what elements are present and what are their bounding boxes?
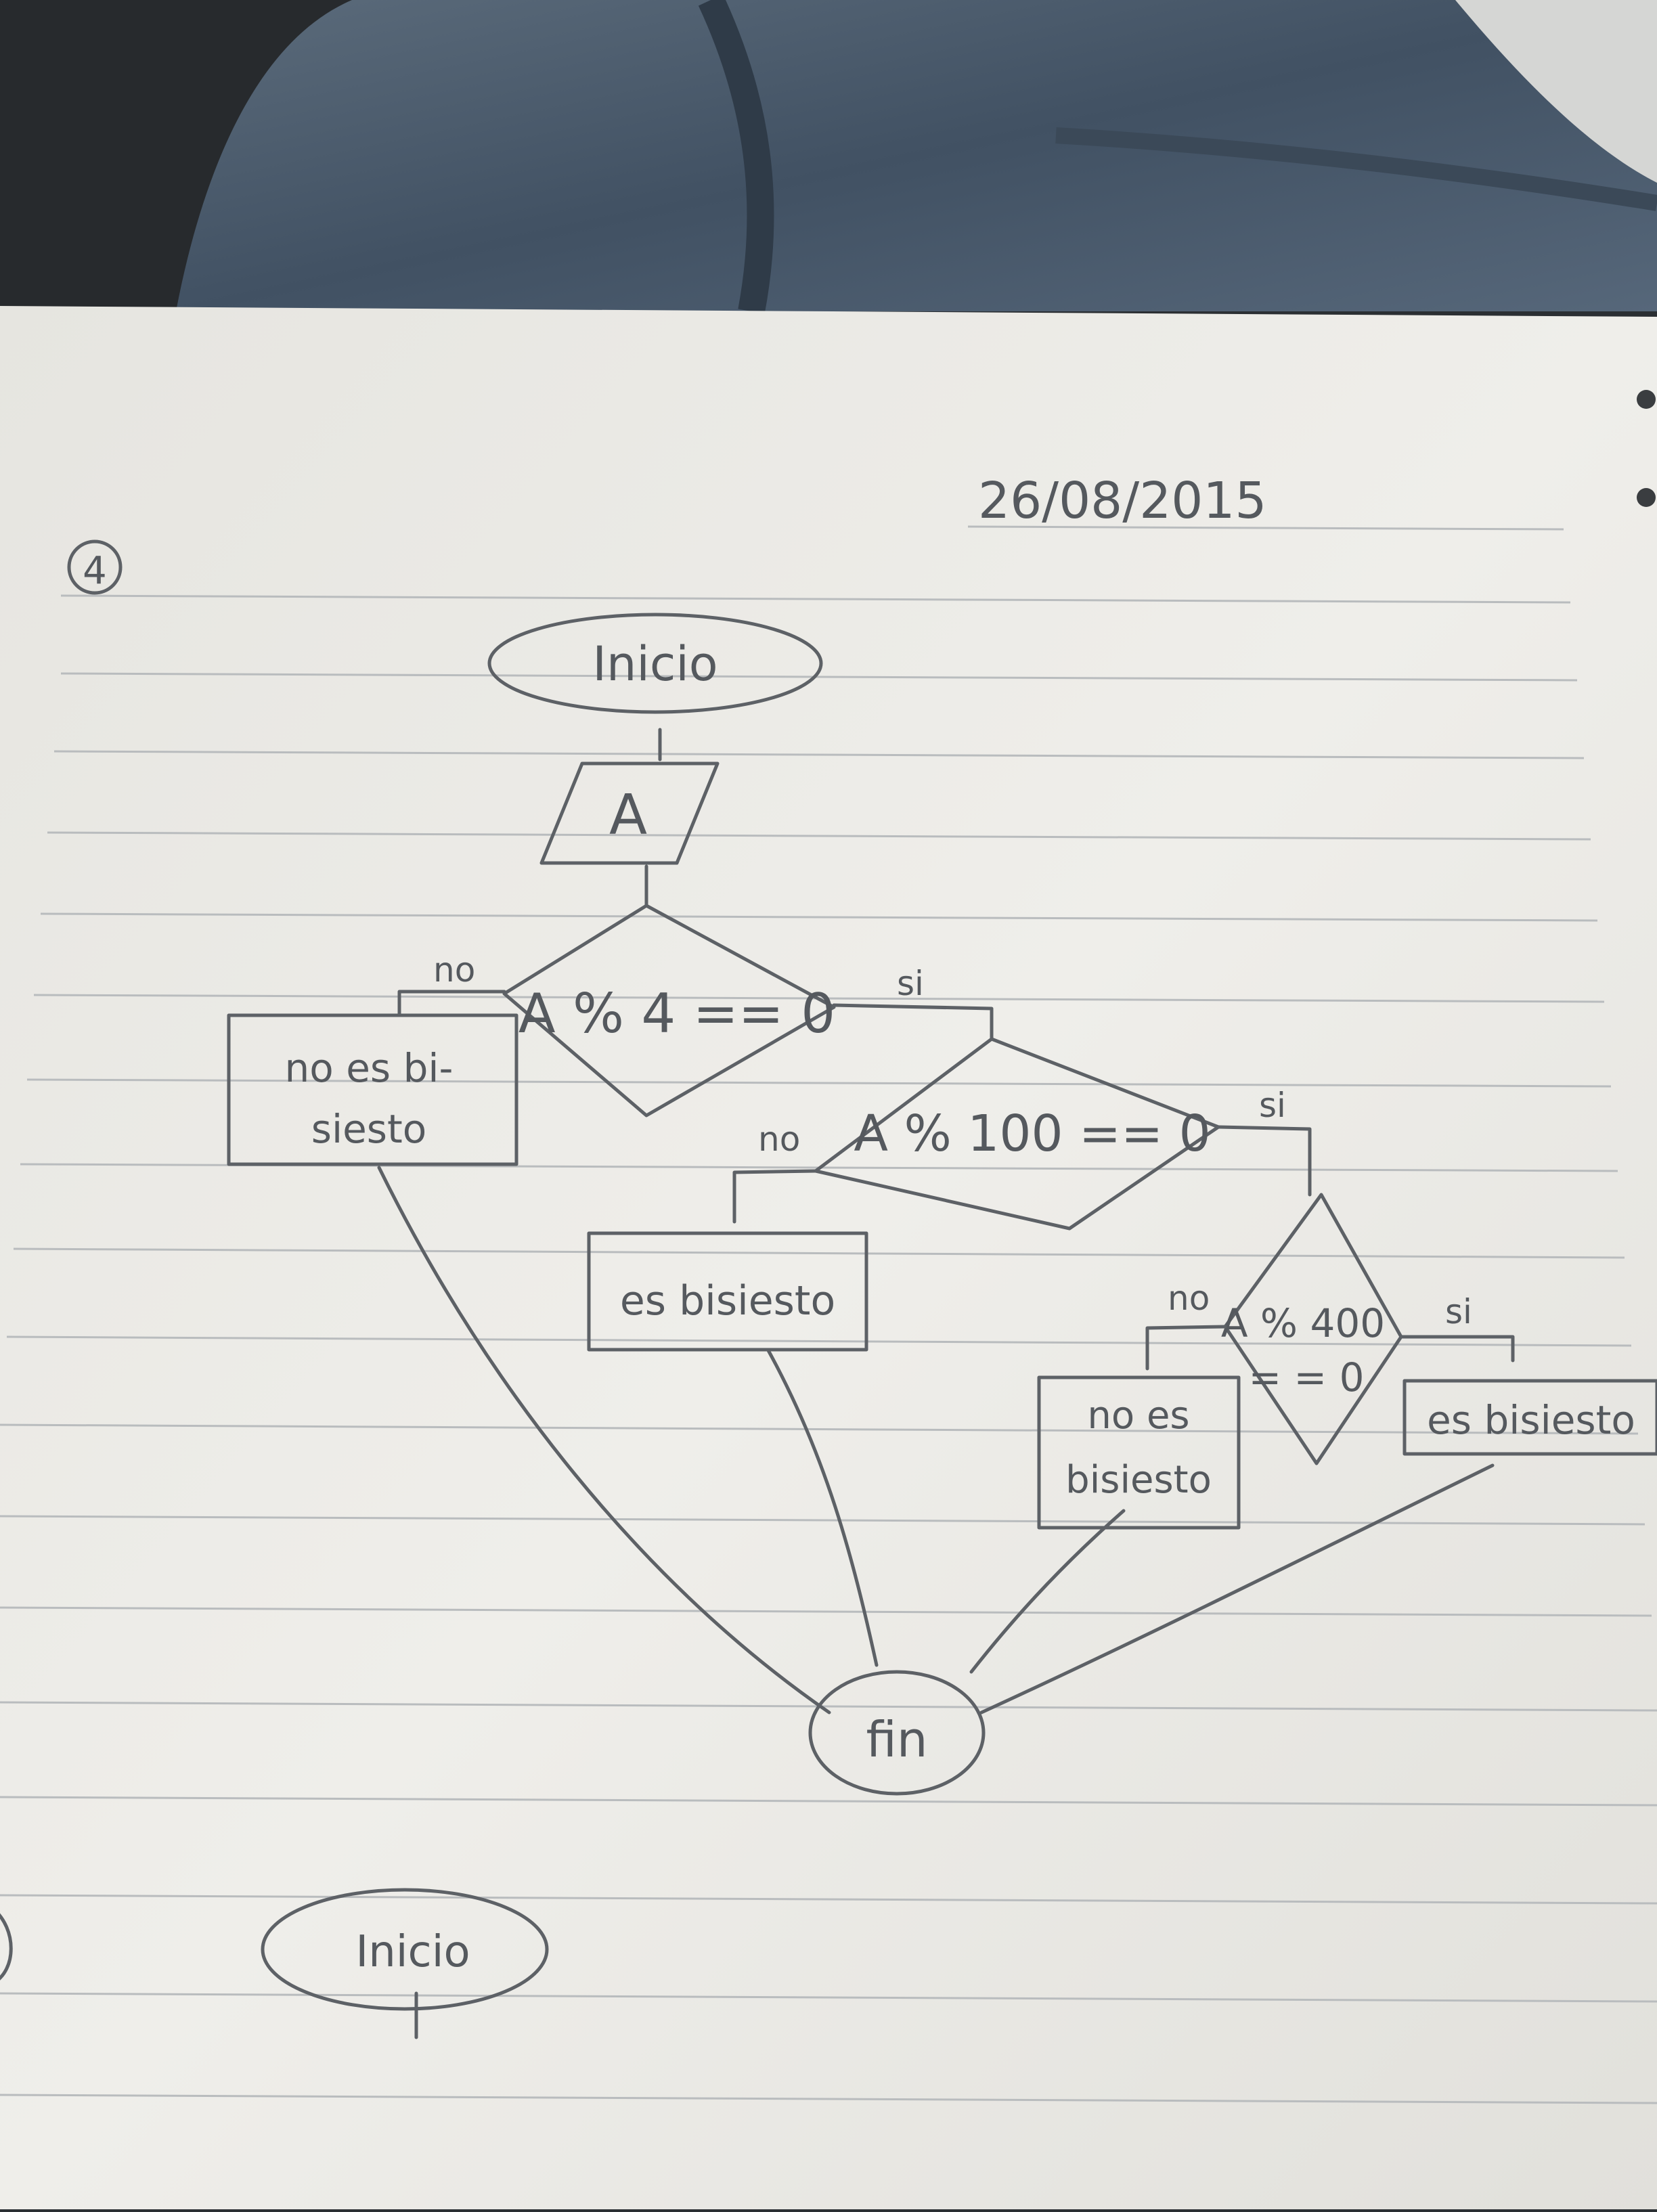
next-flowchart: Inicio <box>0 1888 549 2039</box>
binder-hole <box>1637 488 1656 507</box>
connector-no-2 <box>732 1169 818 1224</box>
decision-2-label: A % 100 == 0 <box>854 1105 1210 1163</box>
output-not-leap-2-line1: no es <box>1087 1394 1189 1438</box>
denim-fabric <box>176 0 1657 311</box>
input-parallelogram <box>539 761 720 865</box>
input-label: A <box>609 783 647 847</box>
output-leap-1 <box>587 1231 868 1352</box>
output-not-leap-2-line2: bisiesto <box>1065 1458 1212 1502</box>
branch-si-1: si <box>897 964 924 1003</box>
connector-si-3 <box>1399 1335 1515 1363</box>
flowchart: Inicio A A % 4 == 0 no no es bi- siesto … <box>227 613 1657 1796</box>
notebook-page <box>0 306 1657 2209</box>
next-start-label: Inicio <box>355 1927 470 1977</box>
connector-no-1 <box>397 990 506 1016</box>
decision-3-label-line2: = = 0 <box>1249 1354 1365 1400</box>
connector-si-1 <box>832 1003 994 1041</box>
output-leap-1-label: es bisiesto <box>620 1277 835 1325</box>
branch-no-1: no <box>433 950 475 990</box>
connector-to-end <box>979 1463 1495 1715</box>
next-start-terminator <box>261 1888 549 2011</box>
decision-3-label-line1: A % 400 <box>1221 1300 1385 1346</box>
output-not-leap-1-line2: siesto <box>311 1106 426 1152</box>
date-text: 26/08/2015 <box>978 472 1267 530</box>
denim-fold <box>698 0 774 314</box>
end-label: fin <box>866 1711 928 1768</box>
start-label: Inicio <box>592 636 717 692</box>
connector-no-3 <box>1145 1325 1227 1371</box>
decision-2-diamond <box>814 1037 1220 1231</box>
branch-no-2: no <box>758 1120 800 1159</box>
end-terminator <box>808 1670 986 1796</box>
branch-no-3: no <box>1168 1279 1210 1318</box>
exercise-number-circle <box>67 539 123 595</box>
partial-shape <box>0 1913 13 1981</box>
start-terminator <box>487 613 823 714</box>
binder-hole <box>1637 390 1656 409</box>
output-leap-2-label: es bisiesto <box>1427 1397 1635 1443</box>
decision-1-label: A % 4 == 0 <box>518 982 835 1045</box>
connector-to-end <box>377 1166 831 1715</box>
connector-to-end <box>766 1348 879 1667</box>
output-not-leap-2 <box>1037 1375 1241 1530</box>
decision-1-diamond <box>502 904 836 1118</box>
denim-seam <box>1055 127 1657 211</box>
connector-to-end <box>969 1509 1126 1674</box>
connector-si-2 <box>1216 1125 1312 1197</box>
output-leap-2 <box>1402 1379 1657 1456</box>
floor-tile <box>1455 0 1657 183</box>
decision-3-diamond <box>1223 1193 1403 1465</box>
exercise-number: 4 <box>83 549 107 593</box>
output-not-leap-1-line1: no es bi- <box>285 1045 454 1091</box>
output-not-leap-1 <box>227 1013 518 1166</box>
branch-si-3: si <box>1445 1292 1472 1331</box>
branch-si-2: si <box>1259 1086 1286 1125</box>
ruled-lines <box>0 525 1657 2104</box>
